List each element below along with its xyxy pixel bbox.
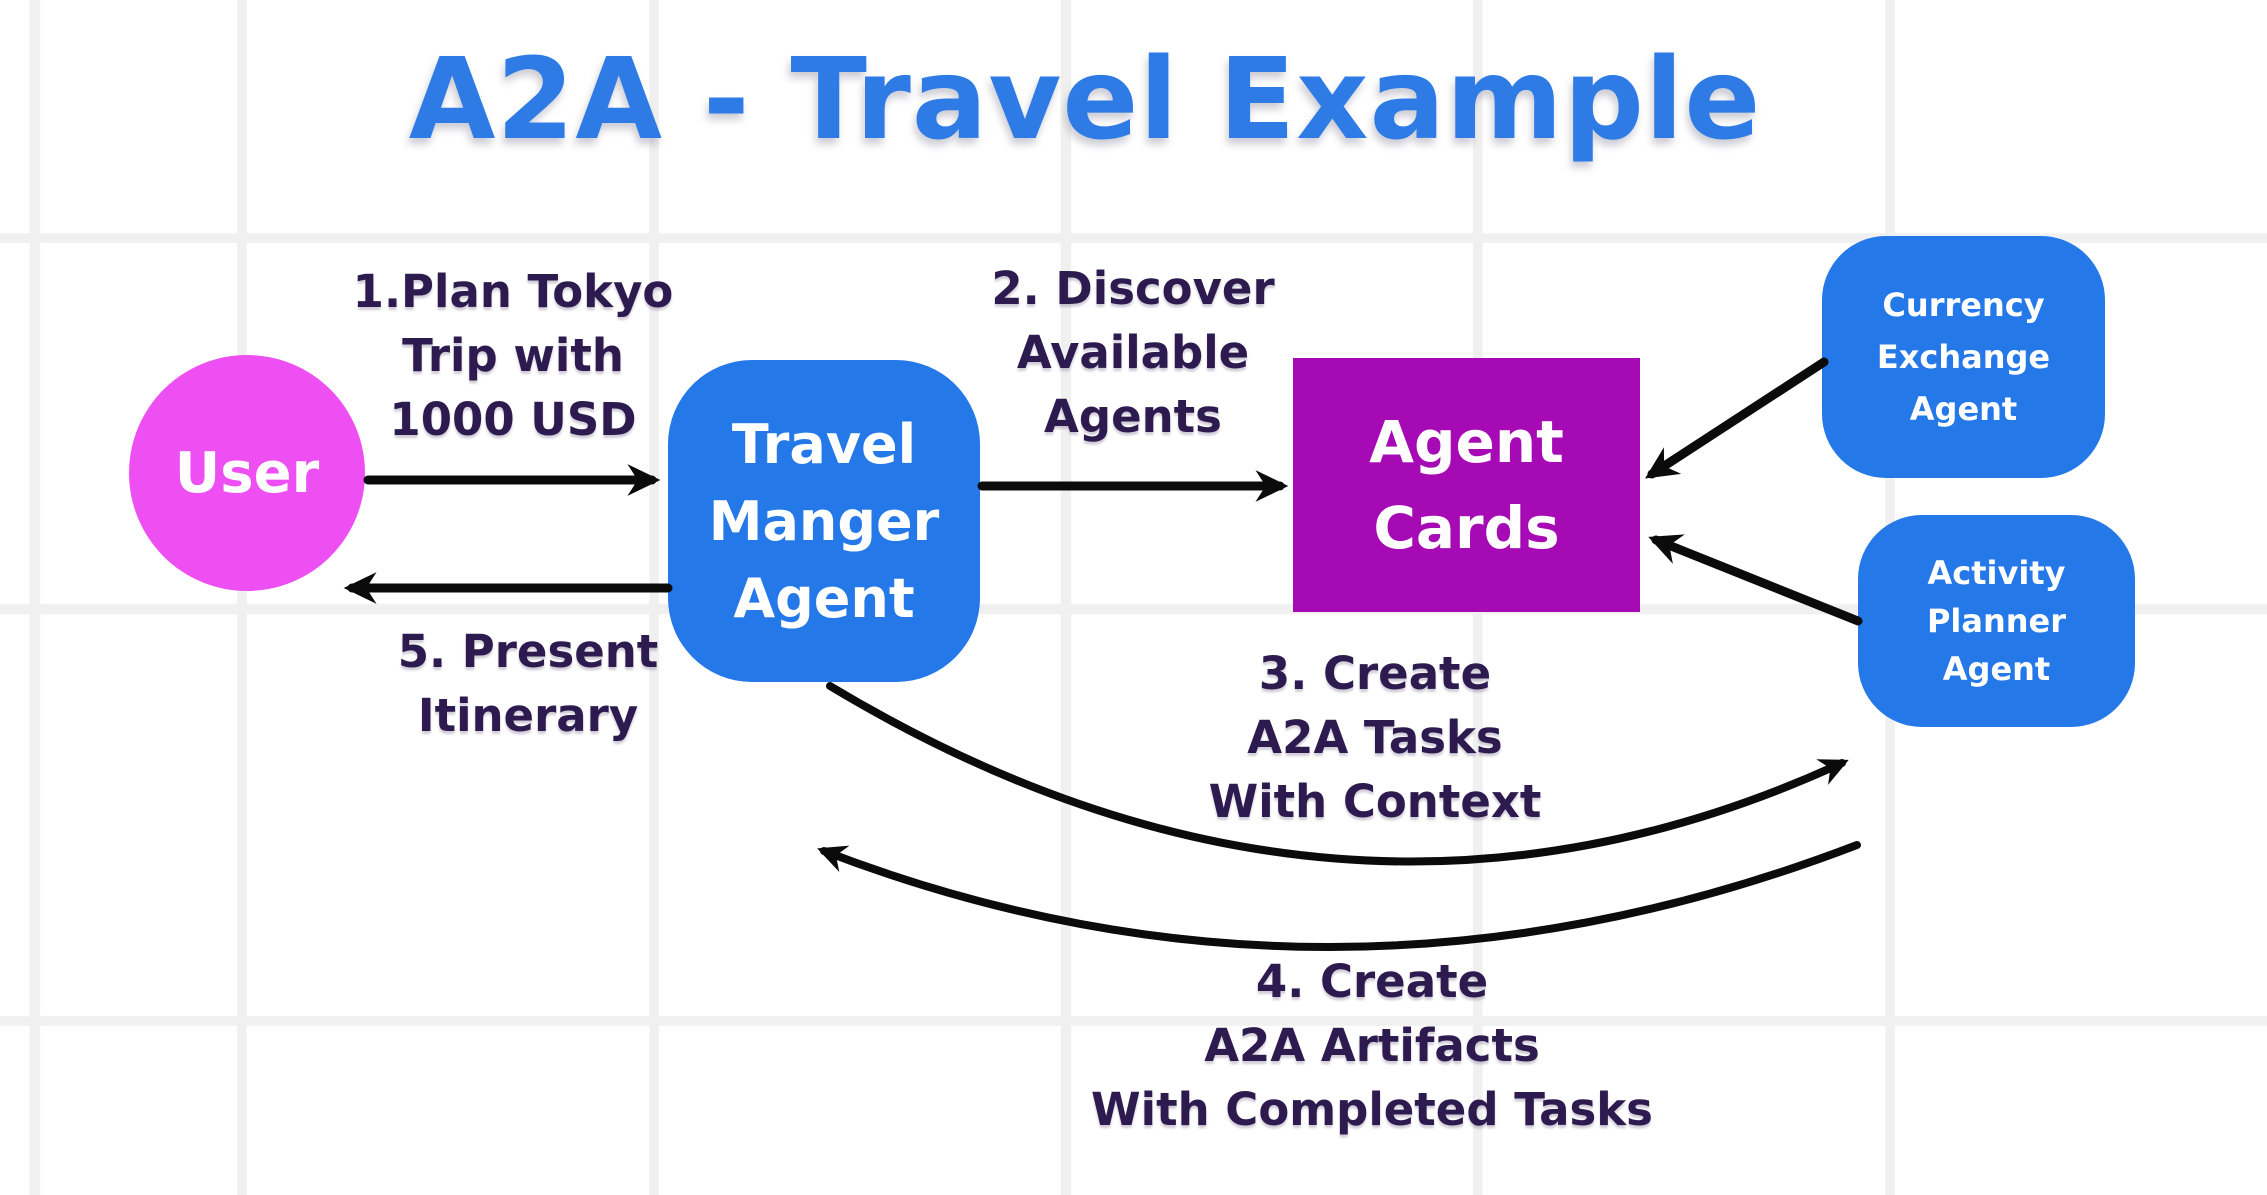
step5-label: 5. Present Itinerary [398,620,659,748]
step3-line: A2A Tasks [1247,711,1503,764]
step1-line: 1000 USD [389,393,637,446]
step2-label: 2. Discover Available Agents [991,257,1274,449]
arrow-currency-exchange-to-agent-cards [1645,357,1829,479]
step3-line: With Context [1208,775,1542,828]
step1-line: 1.Plan Tokyo [352,265,674,318]
currency-exchange-line: Agent [1909,390,2018,428]
arrow-activity-planner-to-agent-cards [1648,534,1863,626]
user-node: User [129,355,365,591]
travel-manager-agent-node: Travel Manger Agent [668,360,980,682]
activity-planner-line: Activity [1927,554,2066,592]
step5-line: Itinerary [417,689,639,742]
travel-manager-line: Manger [708,489,940,553]
step5-line: 5. Present [397,625,659,678]
travel-manager-line: Agent [733,566,915,630]
step4-line: With Completed Tasks [1091,1083,1653,1136]
step3-line: 3. Create [1258,647,1492,700]
step2-line: Agents [1044,390,1222,443]
step2-line: Available [1016,326,1250,379]
step1-line: Trip with [402,329,624,382]
user-node-label: User [174,440,320,506]
travel-manager-line: Travel [731,412,917,476]
diagram-title: A2A - Travel Example [408,35,1762,165]
step4-line: A2A Artifacts [1204,1019,1540,1072]
currency-exchange-line: Currency [1882,286,2045,324]
currency-exchange-line: Exchange [1876,338,2051,376]
step1-label: 1.Plan Tokyo Trip with 1000 USD [353,260,674,452]
activity-planner-line: Agent [1942,650,2051,688]
activity-planner-agent-node: Activity Planner Agent [1858,515,2135,727]
step4-label: 4. Create A2A Artifacts With Completed T… [1091,950,1653,1142]
step3-label: 3. Create A2A Tasks With Context [1209,642,1542,834]
currency-exchange-agent-node: Currency Exchange Agent [1822,236,2105,478]
activity-planner-line: Planner [1926,602,2067,640]
agent-cards-node: Agent Cards [1293,358,1640,612]
step4-line: 4. Create [1255,955,1489,1008]
step2-line: 2. Discover [991,262,1275,315]
agent-cards-line: Agent [1369,408,1564,476]
agent-cards-line: Cards [1373,494,1560,562]
arrow-create-a2a-artifacts-curve [817,841,1861,951]
